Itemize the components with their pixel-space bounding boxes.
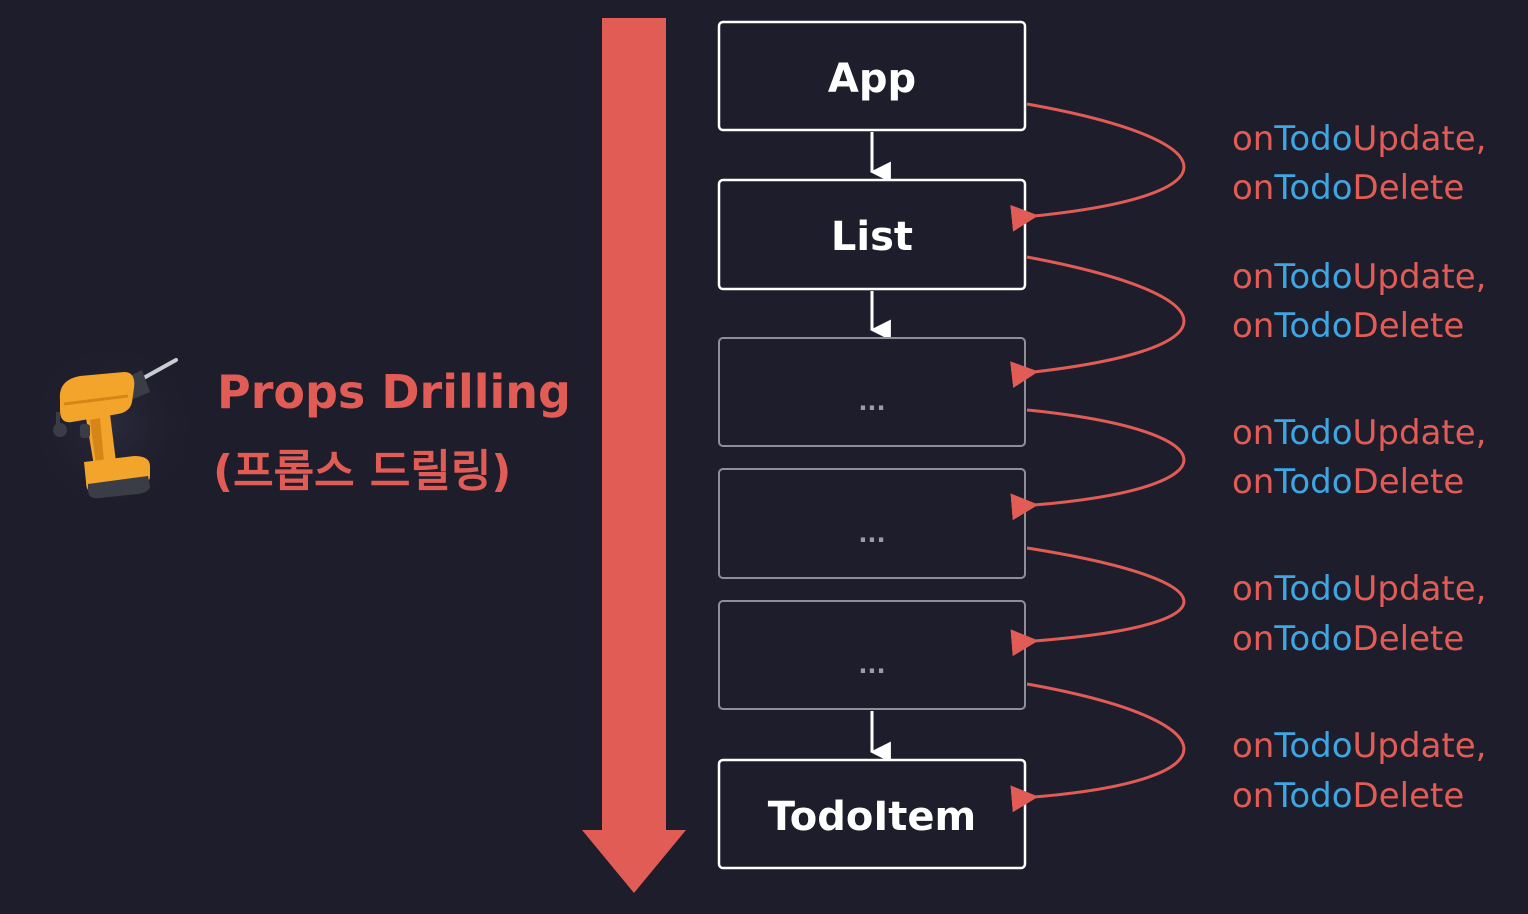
- diagram-title: Props Drilling: [217, 365, 571, 419]
- prop-arrow-app-list: [1027, 104, 1184, 216]
- prop-label-4-line1: onTodoUpdate,: [1232, 569, 1487, 609]
- prop-label-1: onTodoUpdate, onTodoDelete: [1232, 119, 1487, 208]
- node-todoitem-label: TodoItem: [768, 794, 976, 840]
- prop-arrow-list-middle1: [1027, 257, 1184, 372]
- prop-pass-arrows: [1027, 104, 1184, 797]
- prop-label-1-line2: onTodoDelete: [1232, 168, 1464, 208]
- prop-label-3-line2: onTodoDelete: [1232, 462, 1464, 502]
- flow-direction-arrow: [582, 18, 686, 893]
- prop-label-2-line2: onTodoDelete: [1232, 306, 1464, 346]
- prop-label-3-line1: onTodoUpdate,: [1232, 413, 1487, 453]
- prop-label-1-line1: onTodoUpdate,: [1232, 119, 1487, 159]
- prop-arrow-middle3-todoitem: [1027, 684, 1184, 797]
- prop-label-2-line1: onTodoUpdate,: [1232, 257, 1487, 297]
- node-middle-3-label: ...: [858, 651, 885, 679]
- prop-label-3: onTodoUpdate, onTodoDelete: [1232, 413, 1487, 502]
- node-list-label: List: [831, 214, 913, 260]
- node-middle-2: ...: [719, 469, 1025, 578]
- node-middle-3: ...: [719, 601, 1025, 709]
- prop-arrow-middle2-middle3: [1027, 548, 1184, 641]
- node-todoitem: TodoItem: [719, 760, 1025, 868]
- prop-label-5: onTodoUpdate, onTodoDelete: [1232, 726, 1487, 816]
- prop-label-4-line2: onTodoDelete: [1232, 619, 1464, 659]
- prop-label-5-line1: onTodoUpdate,: [1232, 726, 1487, 766]
- diagram-subtitle: (프롭스 드릴링): [213, 446, 511, 497]
- prop-label-2: onTodoUpdate, onTodoDelete: [1232, 257, 1487, 346]
- node-app-label: App: [828, 56, 916, 102]
- prop-label-4: onTodoUpdate, onTodoDelete: [1232, 569, 1487, 659]
- node-middle-1: ...: [719, 338, 1025, 446]
- prop-label-5-line2: onTodoDelete: [1232, 776, 1464, 816]
- node-app: App: [719, 22, 1025, 130]
- node-middle-2-label: ...: [858, 520, 885, 548]
- prop-arrow-middle1-middle2: [1027, 410, 1184, 505]
- drill-icon: [22, 335, 202, 515]
- node-list: List: [719, 180, 1025, 289]
- node-middle-1-label: ...: [858, 388, 885, 416]
